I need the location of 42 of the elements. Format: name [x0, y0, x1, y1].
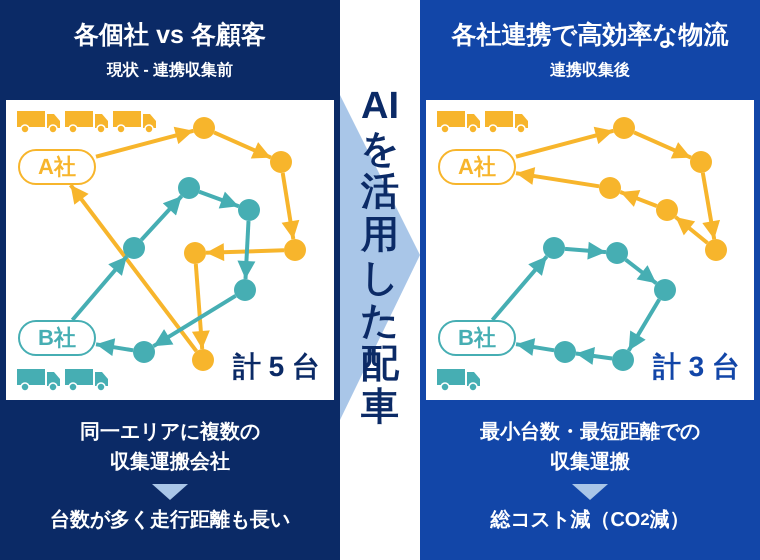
route-arrow [515, 126, 614, 159]
vehicle-count: 計 5 台 [232, 350, 320, 384]
route-arrow [564, 242, 606, 260]
caption-text: 同一エリアに複数の収集運搬会社 [0, 410, 340, 484]
route-arrow [626, 298, 662, 352]
route-arrow [490, 255, 548, 322]
panel [0, 0, 340, 560]
route-arrow [280, 172, 300, 240]
vertical-heading: AIを活用した配車 [360, 85, 400, 429]
route-arrow [237, 220, 256, 280]
route-arrow [674, 215, 709, 245]
route-arrow [620, 190, 658, 208]
panel-title: 各社連携で高効率な物流 [450, 20, 730, 51]
route-arrow [70, 255, 128, 322]
route-arrow [516, 167, 600, 188]
route-arrow [140, 194, 184, 242]
panel-subtitle: 現状 - 連携収集前 [106, 60, 234, 81]
company-pill: A社 [18, 149, 96, 185]
company-pill: B社 [438, 320, 516, 356]
route-arrow [576, 347, 612, 365]
route-arrow [624, 258, 658, 285]
caption-text: 台数が多く走行距離も長い [0, 500, 340, 540]
down-arrow [152, 484, 188, 500]
route-arrow [192, 264, 210, 350]
panel-title: 各個社 vs 各顧客 [72, 20, 267, 51]
route-arrow [206, 243, 284, 262]
route-arrow [95, 126, 194, 159]
panel [420, 0, 760, 560]
route-arrow [213, 130, 272, 160]
route-arrow [700, 172, 720, 240]
vehicle-count: 計 3 台 [652, 350, 740, 384]
caption-text: 最小台数・最短距離での収集運搬 [420, 410, 760, 484]
route-arrow [152, 294, 237, 348]
panel-subtitle: 連携収集後 [549, 60, 631, 81]
company-pill: A社 [438, 149, 516, 185]
down-arrow [572, 484, 608, 500]
route-arrow [633, 130, 692, 160]
route-arrow [96, 338, 134, 356]
route-arrow [198, 190, 240, 208]
company-pill: B社 [18, 320, 96, 356]
route-arrow [69, 184, 198, 352]
route-arrow [516, 338, 554, 356]
